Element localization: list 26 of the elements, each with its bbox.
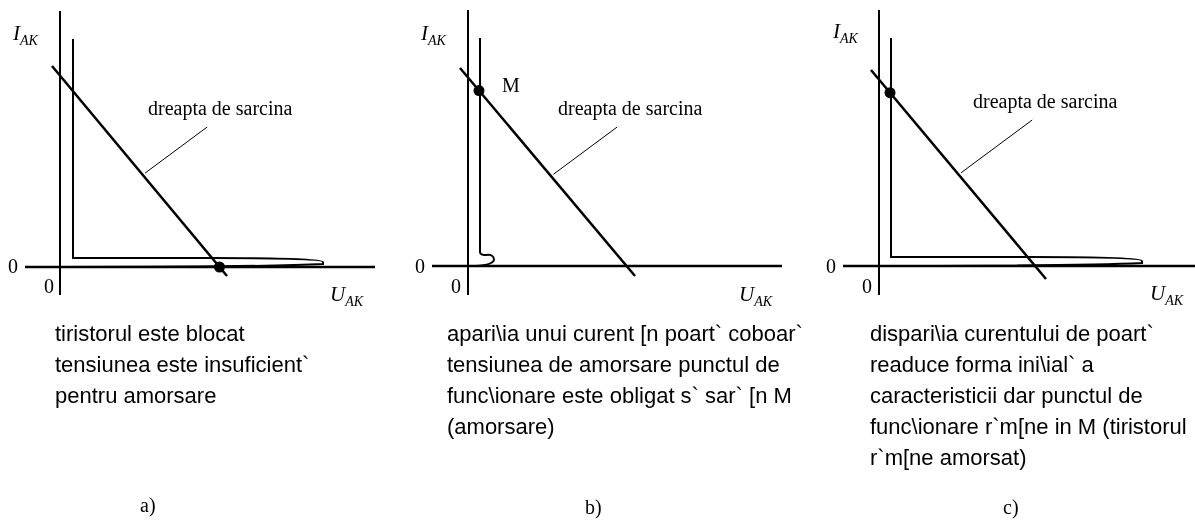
- origin-label: 0: [826, 255, 836, 277]
- axis-label: U$_{AK}$: [739, 283, 773, 311]
- axis-label: U$_{AK}$: [330, 283, 364, 311]
- origin-label: 0: [44, 275, 54, 297]
- point-label: M: [502, 74, 520, 96]
- origin-label: 0: [415, 255, 425, 277]
- line-label: dreapta de sarcina: [148, 97, 293, 119]
- line-label: dreapta de sarcina: [973, 90, 1118, 112]
- axis-label: I$_{AK}$: [833, 20, 858, 48]
- line-label: dreapta de sarcina: [558, 97, 703, 119]
- panel-label: c): [1003, 496, 1019, 518]
- axis-label: U$_{AK}$: [1150, 282, 1184, 310]
- axis-label: I$_{AK}$: [13, 22, 38, 50]
- caption-text: dispari\ia curentului de poart` readuce forma ini\ial` a caracteristicii dar punctul de func\ionare r`m[ne in M (tiristorul r`m[ne amorsat): [870, 320, 1188, 472]
- origin-label: 0: [451, 275, 461, 297]
- caption-text: apari\ia unui curent [n poart` coboar` tensiunea de amorsare punctul de func\ionare este obligat s` sar` [n M (amorsare): [447, 320, 804, 441]
- load-line: [51, 65, 228, 277]
- origin-label: 0: [8, 255, 18, 277]
- caption-text: tiristorul este blocat tensiunea este insuficient` pentru amorsare: [55, 320, 311, 410]
- leader-line: [144, 126, 208, 174]
- axis-label: I$_{AK}$: [421, 22, 446, 50]
- origin-label: 0: [862, 275, 872, 297]
- panel-label: a): [140, 494, 156, 516]
- leader-line: [960, 119, 1033, 174]
- panel-label: b): [585, 496, 602, 518]
- leader-line: [552, 126, 618, 175]
